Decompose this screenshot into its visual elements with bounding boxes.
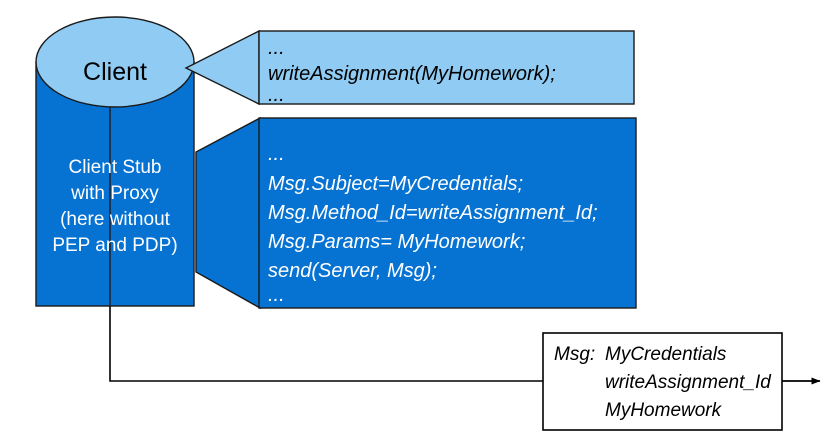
client-label: Client	[83, 58, 147, 86]
callout-dark-tail	[195, 116, 261, 310]
callout-dark-line-0: ...	[268, 143, 285, 165]
callout-light-line-1: writeAssignment(MyHomework);	[268, 63, 556, 85]
callout-light-body	[258, 30, 635, 105]
callout-dark-stub-code[interactable]: ... Msg.Subject=MyCredentials; Msg.Metho…	[195, 116, 637, 310]
stub-to-message-connector	[109, 306, 543, 382]
client-stub-label-group: Client Stub with Proxy (here without PEP…	[52, 157, 177, 256]
client-stub-line-0: Client Stub	[69, 157, 162, 178]
client-node[interactable]: Client	[35, 16, 195, 108]
callout-light-line-0: ...	[268, 37, 285, 59]
message-box[interactable]: Msg: MyCredentials writeAssignment_Id My…	[542, 332, 783, 431]
message-box-frame	[542, 332, 783, 431]
callout-dark-body	[258, 117, 637, 309]
client-stub-line-1: with Proxy	[70, 183, 159, 204]
callout-dark-line-5: ...	[268, 284, 285, 306]
client-ellipse	[35, 16, 195, 108]
client-stub-line-2: (here without	[60, 209, 171, 230]
callout-dark-line-2: Msg.Method_Id=writeAssignment_Id;	[268, 202, 598, 224]
callout-dark-line-4: send(Server, Msg);	[268, 260, 437, 282]
callout-dark-line-1: Msg.Subject=MyCredentials;	[268, 173, 523, 195]
callout-dark-line-3: Msg.Params= MyHomework;	[268, 231, 525, 253]
message-box-label: Msg:	[554, 344, 595, 365]
message-box-value-2: MyHomework	[605, 400, 723, 421]
callout-light-app-code[interactable]: ... writeAssignment(MyHomework); ...	[184, 29, 635, 106]
message-box-value-1: writeAssignment_Id	[605, 372, 772, 393]
client-stub-line-3: PEP and PDP)	[52, 235, 177, 256]
callout-light-line-2: ...	[268, 84, 285, 106]
message-box-value-0: MyCredentials	[605, 344, 727, 365]
callout-light-tail	[184, 29, 260, 106]
